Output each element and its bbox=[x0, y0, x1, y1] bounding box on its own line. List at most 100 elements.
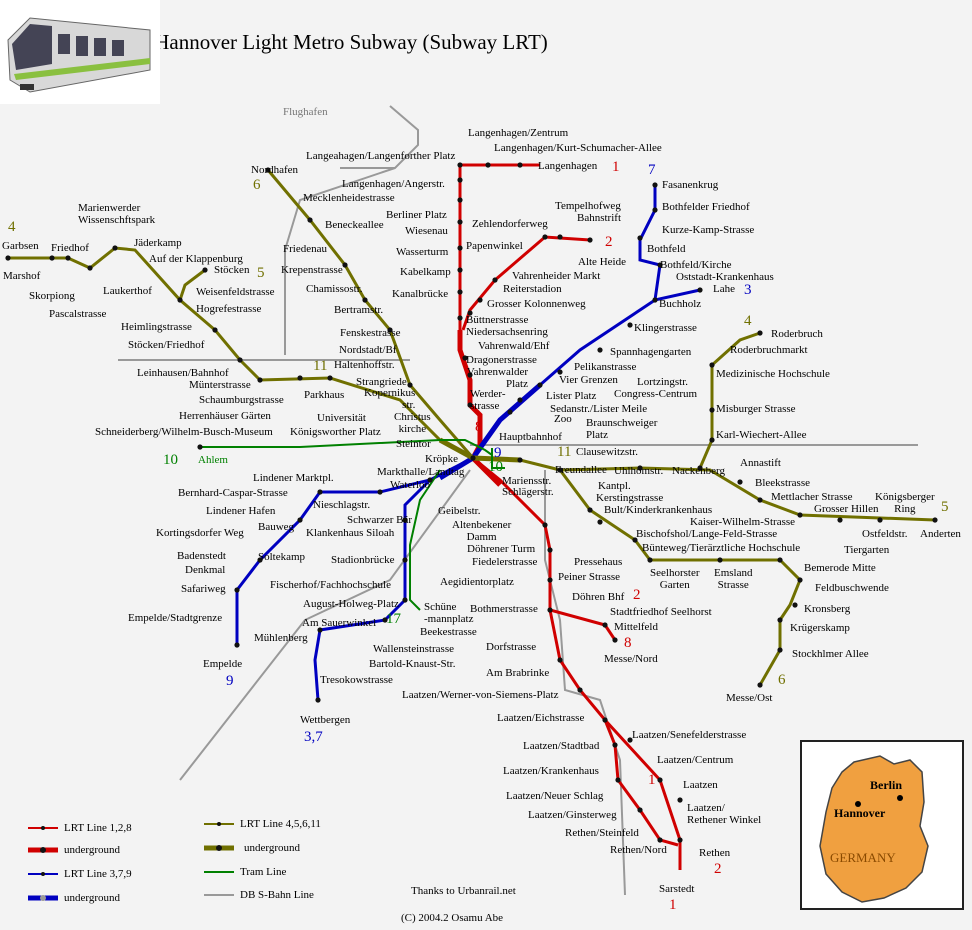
station-schaumburg: Schaumburgstrasse bbox=[199, 394, 284, 406]
station-dot bbox=[477, 297, 483, 303]
line-number-5-left: 5 bbox=[257, 265, 265, 281]
station-dot bbox=[297, 375, 303, 381]
station-dot bbox=[542, 234, 548, 240]
station-dot bbox=[557, 467, 563, 473]
station-nordhafen: Nordhafen bbox=[251, 164, 299, 176]
station-medizinische: Medizinische Hochschule bbox=[716, 368, 830, 380]
station-oststadt: Oststadt-Krankenhaus bbox=[676, 271, 774, 283]
station-feldbuschwende: Feldbuschwende bbox=[815, 582, 889, 594]
station-dot bbox=[407, 382, 413, 388]
station-markthalle: Markthalle/Landtag bbox=[377, 466, 465, 478]
station-fasanenkrug: Fasanenkrug bbox=[662, 179, 719, 191]
station-haltenhoff: Haltenhoffstr. bbox=[334, 359, 395, 371]
station-dot bbox=[632, 537, 638, 543]
station-dot bbox=[797, 577, 803, 583]
station-friedenau: Friedenau bbox=[283, 243, 327, 255]
station-marienwerder: Marienwerder Wissenschftspark bbox=[78, 202, 156, 226]
station-buenteweg: Bünteweg/Tierärztliche Hochschule bbox=[642, 542, 801, 554]
station-tiergarten: Tiergarten bbox=[844, 544, 890, 556]
station-dot bbox=[677, 837, 683, 843]
station-dot bbox=[837, 517, 843, 523]
station-dot bbox=[49, 255, 55, 261]
line-number-1-top: 1 bbox=[612, 159, 620, 175]
station-dot bbox=[457, 197, 463, 203]
station-herrenhaeuser: Herrenhäuser Gärten bbox=[179, 410, 271, 422]
station-leinhausen: Leinhausen/Bahnhof bbox=[137, 367, 229, 379]
station-dot bbox=[315, 697, 321, 703]
station-weisenfeld: Weisenfeldstrasse bbox=[196, 286, 275, 298]
line-number-7: 7 bbox=[648, 162, 656, 178]
station-dot bbox=[427, 477, 433, 483]
station-vahrenheider-markt: Vahrenheider Markt bbox=[512, 270, 601, 282]
station-mecklenheide: Mecklenheidestrasse bbox=[303, 192, 395, 204]
line-number-9-bottom: 9 bbox=[226, 673, 234, 689]
station-kruegerskamp: Krügerskamp bbox=[790, 622, 850, 634]
station-vahrenwalder-platz: Vahrenwalder Platz bbox=[466, 366, 528, 390]
station-denkmal: Denkmal bbox=[185, 564, 226, 576]
credit-copyright: (C) 2004.2 Osamu Abe bbox=[401, 912, 504, 924]
station-tresokowstrasse: Tresokowstrasse bbox=[320, 674, 393, 686]
station-safariweg: Safariweg bbox=[181, 583, 226, 595]
line-number-4-right: 4 bbox=[744, 313, 752, 329]
station-geibelstr: Geibelstr. bbox=[438, 505, 481, 517]
station-werderstrasse: Werder- strasse bbox=[470, 388, 506, 412]
station-mariensstr: Mariensstr. bbox=[502, 475, 552, 487]
station-dot bbox=[777, 557, 783, 563]
station-grosser-kolonnenweg: Grosser Kolonnenweg bbox=[487, 298, 586, 310]
station-messe-nord: Messe/Nord bbox=[604, 653, 658, 665]
station-berliner-platz: Berliner Platz bbox=[386, 209, 447, 221]
line-number-11-right: 11 bbox=[557, 444, 572, 460]
station-dot bbox=[709, 407, 715, 413]
station-wasserturm: Wasserturm bbox=[396, 246, 449, 258]
station-dot bbox=[797, 512, 803, 518]
station-langenhagen: Langenhagen bbox=[538, 160, 598, 172]
station-dot bbox=[517, 397, 523, 403]
station-aegidientor: Aegidientorplatz bbox=[440, 576, 514, 588]
station-stockhlmer: Stockhlmer Allee bbox=[792, 648, 869, 660]
station-schneiderberg: Schneiderberg/Wilhelm-Busch-Museum bbox=[95, 426, 273, 438]
station-bothfeld: Bothfeld bbox=[647, 243, 686, 255]
station-krepenstrasse: Krepenstrasse bbox=[281, 264, 343, 276]
station-dot bbox=[652, 182, 658, 188]
station-roderbruch: Roderbruch bbox=[771, 328, 823, 340]
station-annastift: Annastift bbox=[740, 457, 781, 469]
station-zoo: Zoo bbox=[554, 413, 572, 425]
station-dot bbox=[757, 330, 763, 336]
station-schuenemann: Schüne -mannplatz bbox=[424, 601, 474, 625]
station-dot bbox=[457, 245, 463, 251]
legend-underground-3: underground bbox=[244, 842, 301, 854]
station-dorfstrasse: Dorfstrasse bbox=[486, 641, 537, 653]
station-dot bbox=[457, 267, 463, 273]
station-beneckeallee: Beneckeallee bbox=[325, 219, 384, 231]
line-number-11-left: 11 bbox=[313, 358, 328, 374]
station-dot bbox=[112, 245, 118, 251]
station-dot bbox=[627, 322, 633, 328]
station-bult: Bult/Kinderkrankenhaus bbox=[604, 504, 713, 516]
station-vahrenwald: Vahrenwald/Ehf bbox=[478, 340, 550, 352]
station-dot bbox=[652, 207, 658, 213]
station-fischerhof: Fischerhof/Fachhochschule bbox=[270, 579, 391, 591]
station-dot bbox=[602, 717, 608, 723]
station-dot bbox=[717, 557, 723, 563]
station-dot bbox=[612, 742, 618, 748]
line-number-6-bottom: 6 bbox=[778, 672, 786, 688]
station-grosser-hillen: Grosser Hillen bbox=[814, 503, 879, 515]
station-kanalbruecke: Kanalbrücke bbox=[392, 288, 449, 300]
line-number-6-top: 6 bbox=[253, 177, 261, 193]
station-neuer-schlag: Laatzen/Neuer Schlag bbox=[506, 790, 604, 802]
station-august-holweg: August-Holweg-Platz bbox=[303, 598, 399, 610]
station-misburger: Misburger Strasse bbox=[716, 403, 796, 415]
station-dot bbox=[197, 444, 203, 450]
station-kronsberg: Kronsberg bbox=[804, 603, 851, 615]
station-dot bbox=[517, 457, 523, 463]
station-doehrener-turm: Döhrener Turm bbox=[467, 543, 536, 555]
station-dot bbox=[257, 557, 263, 563]
station-dragoner: Dragonerstrasse bbox=[466, 354, 537, 366]
station-ostfeldstr: Ostfeldstr. bbox=[862, 528, 908, 540]
station-kroepke: Kröpke bbox=[425, 453, 458, 465]
station-seelhorster-garten: Seelhorster Garten bbox=[650, 567, 700, 591]
station-dots bbox=[5, 162, 938, 843]
line-number-10-center: 10 bbox=[488, 459, 503, 475]
station-dot bbox=[457, 315, 463, 321]
station-klankenhaus: Klankenhaus Siloah bbox=[306, 527, 395, 539]
